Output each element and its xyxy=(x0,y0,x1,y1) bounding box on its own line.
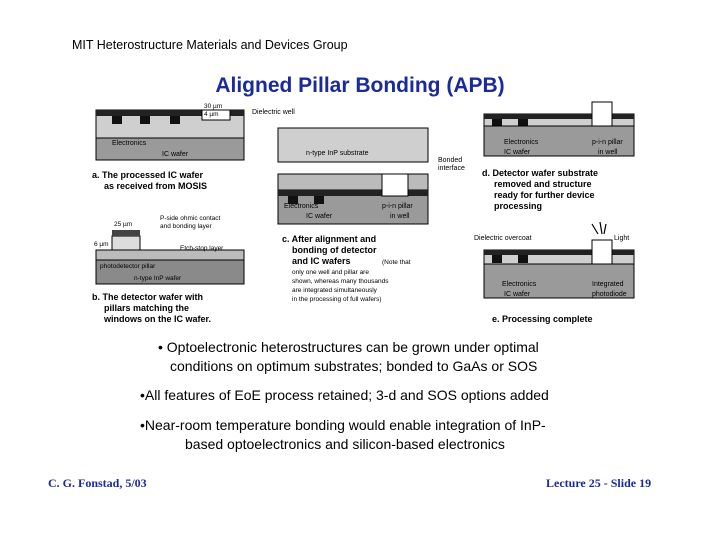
dim-4um: 4 µm xyxy=(204,111,219,118)
caption-d-line3: ready for further device xyxy=(494,190,595,200)
caption-b-line1: b. The detector wafer with xyxy=(92,292,203,302)
footer-slide-number: Lecture 25 - Slide 19 xyxy=(546,476,652,490)
caption-e: e. Processing complete xyxy=(492,314,593,324)
bullet-1-line2: conditions on optimum substrates; bonded… xyxy=(170,358,538,374)
label-ic-wafer-e: IC wafer xyxy=(504,291,531,298)
label-electronics-a: Electronics xyxy=(112,140,147,147)
label-electronics-e: Electronics xyxy=(502,281,537,288)
caption-b-line3: windows on the IC wafer. xyxy=(103,314,211,324)
label-dielectric-overcoat: Dielectric overcoat xyxy=(474,235,532,242)
label-n-type-inp-wafer: n-type InP wafer xyxy=(134,275,182,282)
label-pin-pillar-c-2: in well xyxy=(390,213,410,220)
note-line5: in the processing of full wafers) xyxy=(292,296,382,303)
bullet-3-line1: •Near-room temperature bonding would ena… xyxy=(140,417,546,433)
caption-c-line1: c. After alignment and xyxy=(282,234,376,244)
bullet-2: •All features of EoE process retained; 3… xyxy=(140,386,549,405)
panel-b: 25 µm 6 µm P-side ohmic contact and bond… xyxy=(92,215,245,324)
label-bonded-1: Bonded xyxy=(438,157,462,164)
label-pin-pillar-c-1: p-i-n pillar xyxy=(382,203,413,210)
bullet-1-line1: • Optoelectronic heterostructures can be… xyxy=(158,339,539,355)
label-bonding-layer: and bonding layer xyxy=(160,223,213,230)
caption-d-line2: removed and structure xyxy=(494,179,592,189)
note-line4: are integrated simultaneously xyxy=(292,287,378,294)
caption-a-line1: a. The processed IC wafer xyxy=(92,170,204,180)
dim-25um: 25 µm xyxy=(114,221,132,228)
panel-e: Dielectric overcoat Light Electronics IC… xyxy=(474,221,635,324)
footer-author-date: C. G. Fonstad, 5/03 xyxy=(48,476,147,490)
caption-d-line1: d. Detector wafer substrate xyxy=(482,168,598,178)
label-ic-wafer-a: IC wafer xyxy=(162,151,189,158)
bullet-3-line2: based optoelectronics and silicon-based … xyxy=(185,436,505,452)
label-ic-wafer-c: IC wafer xyxy=(306,213,333,220)
bullet-2-line1: •All features of EoE process retained; 3… xyxy=(140,387,549,403)
bullet-1: • Optoelectronic heterostructures can be… xyxy=(158,338,539,376)
label-pin-pillar-d-1: p-i-n pillar xyxy=(592,139,623,146)
header-group-name: MIT Heterostructure Materials and Device… xyxy=(72,38,348,52)
label-ohmic-contact: P-side ohmic contact xyxy=(160,215,221,222)
note-line2: only one well and pillar are xyxy=(292,269,369,276)
caption-c-line2: bonding of detector xyxy=(292,245,377,255)
label-ic-wafer-d: IC wafer xyxy=(504,149,531,156)
label-n-type-inp-substrate: n-type InP substrate xyxy=(306,150,369,157)
label-electronics-c: Electronics xyxy=(284,203,319,210)
apb-process-figure: 30 µm 4 µm Dielectric well Electronics I… xyxy=(92,101,635,324)
label-bonded-2: interface xyxy=(438,165,465,172)
label-pin-pillar-d-2: in well xyxy=(598,149,618,156)
panel-c: n-type InP substrate Bonded interface El… xyxy=(277,127,465,303)
caption-d-line4: processing xyxy=(494,201,542,211)
label-electronics-d: Electronics xyxy=(504,139,539,146)
panel-a: 30 µm 4 µm Dielectric well Electronics I… xyxy=(92,103,295,191)
note-line1: (Note that xyxy=(382,259,411,266)
note-line3: shown, whereas many thousands xyxy=(292,278,389,285)
dim-30um: 30 µm xyxy=(204,103,222,110)
label-integrated: Integrated xyxy=(592,281,624,288)
label-dielectric-well: Dielectric well xyxy=(252,109,295,116)
label-etch-stop: Etch-stop layer xyxy=(180,245,224,252)
caption-c-line3: and IC wafers xyxy=(292,256,351,266)
panel-d: Electronics IC wafer p-i-n pillar in wel… xyxy=(482,101,635,211)
dim-6um: 6 µm xyxy=(94,241,109,248)
label-photodiode: photodiode xyxy=(592,291,627,298)
bullet-3: •Near-room temperature bonding would ena… xyxy=(140,416,546,454)
slide-title: Aligned Pillar Bonding (APB) xyxy=(215,74,505,97)
label-light: Light xyxy=(614,235,629,242)
caption-b-line2: pillars matching the xyxy=(104,303,189,313)
caption-a-line2: as received from MOSIS xyxy=(104,181,207,191)
label-photodetector-pillar: photodetector pillar xyxy=(100,263,156,270)
